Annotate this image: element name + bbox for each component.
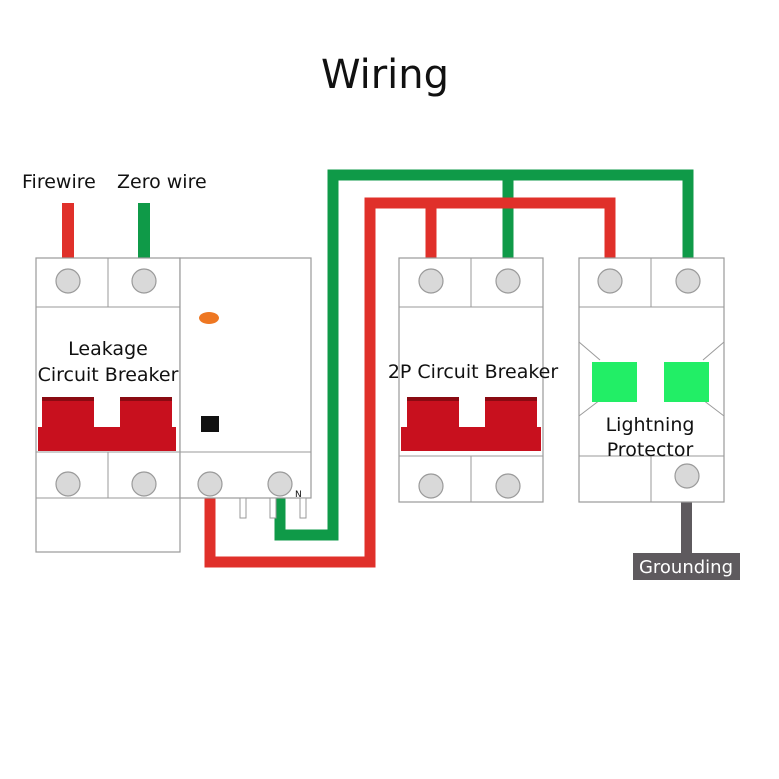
zero-wire-input-wire [138,203,150,275]
neutral-mark: N [295,490,302,500]
zero-wire-label: Zero wire [117,171,207,193]
firewire-label: Firewire [22,171,96,193]
lightning-protector-label: Protector [607,439,694,461]
terminal-screw [131,268,157,294]
terminal-screw [418,473,444,499]
grounding-label: Grounding [639,557,733,578]
2p-circuit-breaker [398,257,544,503]
terminal-screw [597,268,623,294]
terminal-screw [197,471,223,497]
leakage-test-module: N [179,257,312,519]
leakage-breaker-label: Circuit Breaker [38,364,179,386]
page-title: Wiring [321,52,449,98]
test-button [201,416,219,432]
firewire-input-wire [62,203,74,275]
lightning-protector [578,257,725,503]
ground-terminal-screw [674,463,700,489]
terminal-screw [267,471,293,497]
protector-indicator-window [664,362,709,402]
breaker-handle [38,397,176,451]
breaker-handle [401,397,541,451]
terminal-screw [55,471,81,497]
test-indicator-light [199,312,219,324]
terminal-screw [55,268,81,294]
leakage-circuit-breaker [35,257,181,553]
terminal-screw [675,268,701,294]
protector-indicator-window [592,362,637,402]
lightning-protector-label: Lightning [606,414,695,436]
grounding-tag: Grounding [633,553,740,580]
terminal-screw [495,473,521,499]
terminal-screw [495,268,521,294]
grounding-wire [681,482,692,560]
leakage-breaker-label: Leakage [68,338,148,360]
2p-breaker-label: 2P Circuit Breaker [388,361,559,383]
terminal-screw [418,268,444,294]
terminal-screw [131,471,157,497]
